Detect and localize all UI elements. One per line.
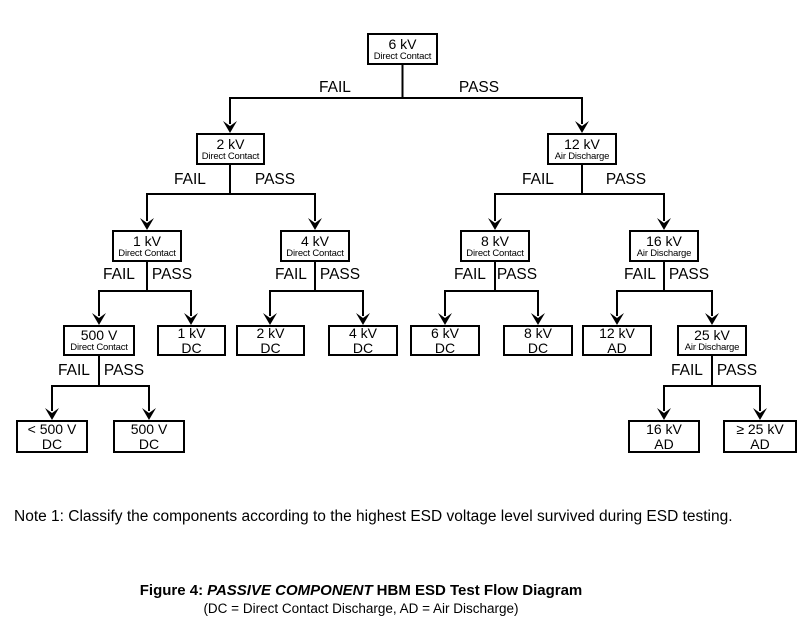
edge-label-fail-12kv: FAIL bbox=[522, 171, 554, 188]
node-subtitle: Air Discharge bbox=[684, 342, 740, 353]
result-500v-dc: 500 V DC bbox=[113, 420, 185, 453]
node-subtitle: DC bbox=[138, 435, 160, 452]
edge-label-fail-1kv: FAIL bbox=[103, 266, 135, 283]
note-text: Note 1: Classify the components accordin… bbox=[14, 508, 733, 525]
figure-label: Figure 4: bbox=[139, 582, 204, 599]
node-title: 6 kV bbox=[430, 324, 459, 341]
node-subtitle: DC bbox=[352, 339, 374, 356]
edge-label-pass-8kv: PASS bbox=[496, 266, 538, 283]
node-title: 12 kV bbox=[599, 324, 635, 341]
node-4kv-direct-contact: 4 kV Direct Contact bbox=[280, 230, 350, 262]
node-subtitle: AD bbox=[654, 435, 674, 452]
node-subtitle: Direct Contact bbox=[201, 150, 260, 162]
node-title: 25 kV bbox=[694, 327, 730, 343]
edge-label-fail-25kv: FAIL bbox=[671, 362, 703, 379]
connector-lines bbox=[51, 64, 761, 411]
node-subtitle: AD bbox=[750, 435, 770, 452]
node-subtitle: Direct Contact bbox=[286, 247, 344, 259]
result-ge-25kv-ad: ≥ 25 kV AD bbox=[723, 420, 797, 453]
result-lt-500v-dc: < 500 V DC bbox=[16, 420, 88, 453]
node-title: 500 V bbox=[80, 327, 118, 343]
result-12kv-ad: 12 kV AD bbox=[582, 325, 652, 356]
node-subtitle: DC bbox=[260, 339, 281, 356]
node-subtitle: DC bbox=[181, 339, 202, 356]
node-subtitle: Air Discharge bbox=[636, 247, 692, 259]
edge-label-fail-500v: FAIL bbox=[58, 362, 90, 379]
node-subtitle: DC bbox=[41, 435, 63, 452]
node-subtitle: Direct Contact bbox=[466, 247, 524, 259]
edge-label-fail-16kv: FAIL bbox=[624, 266, 656, 283]
node-title: 1 kV bbox=[132, 232, 161, 249]
edge-label-fail-4kv: FAIL bbox=[275, 266, 307, 283]
node-title: 4 kV bbox=[348, 324, 377, 341]
node-title: 16 kV bbox=[646, 420, 682, 437]
node-16kv-air-discharge: 16 kV Air Discharge bbox=[629, 230, 699, 262]
node-subtitle: Direct Contact bbox=[373, 50, 432, 62]
node-title: 6 kV bbox=[388, 35, 417, 52]
node-title: 1 kV bbox=[177, 324, 206, 341]
edge-label-fail-root: FAIL bbox=[319, 79, 351, 96]
result-2kv-dc: 2 kV DC bbox=[236, 325, 305, 356]
edge-label-pass-1kv: PASS bbox=[151, 266, 193, 283]
result-1kv-dc: 1 kV DC bbox=[157, 325, 226, 356]
caption-emphasis: PASSIVE COMPONENT bbox=[207, 582, 373, 599]
node-subtitle: Direct Contact bbox=[70, 342, 128, 353]
node-title: 16 kV bbox=[646, 232, 682, 249]
edge-label-pass-4kv: PASS bbox=[319, 266, 361, 283]
node-title: 2 kV bbox=[256, 324, 285, 341]
node-title: 12 kV bbox=[564, 135, 600, 152]
edge-label-fail-8kv: FAIL bbox=[454, 266, 486, 283]
node-title: 500 V bbox=[130, 420, 168, 437]
result-4kv-dc: 4 kV DC bbox=[328, 325, 398, 356]
figure-caption-line2: (DC = Direct Contact Discharge, AD = Air… bbox=[203, 601, 519, 616]
node-subtitle: AD bbox=[607, 339, 627, 356]
node-title: 8 kV bbox=[523, 324, 552, 341]
node-title: < 500 V bbox=[27, 420, 77, 437]
result-8kv-dc: 8 kV DC bbox=[503, 325, 573, 356]
node-title: 2 kV bbox=[216, 135, 245, 152]
node-subtitle: Air Discharge bbox=[554, 150, 610, 162]
node-6kv-direct-contact: 6 kV Direct Contact bbox=[367, 33, 438, 65]
node-1kv-direct-contact: 1 kV Direct Contact bbox=[112, 230, 182, 262]
edge-label-pass-16kv: PASS bbox=[668, 266, 710, 283]
caption-rest: HBM ESD Test Flow Diagram bbox=[376, 582, 583, 599]
node-12kv-air-discharge: 12 kV Air Discharge bbox=[547, 133, 617, 165]
edge-label-pass-500v: PASS bbox=[103, 362, 145, 379]
node-title: ≥ 25 kV bbox=[736, 420, 784, 437]
edge-label-pass-2kv: PASS bbox=[254, 171, 296, 188]
node-title: 8 kV bbox=[480, 232, 509, 249]
node-8kv-direct-contact: 8 kV Direct Contact bbox=[460, 230, 530, 262]
edge-label-fail-2kv: FAIL bbox=[174, 171, 206, 188]
edge-label-pass-12kv: PASS bbox=[605, 171, 647, 188]
result-6kv-dc: 6 kV DC bbox=[410, 325, 480, 356]
edge-label-pass-root: PASS bbox=[458, 79, 500, 96]
node-2kv-direct-contact: 2 kV Direct Contact bbox=[196, 133, 265, 165]
node-25kv-air-discharge: 25 kV Air Discharge bbox=[677, 325, 747, 356]
result-16kv-ad: 16 kV AD bbox=[628, 420, 700, 453]
node-title: 4 kV bbox=[300, 232, 329, 249]
node-subtitle: DC bbox=[434, 339, 456, 356]
node-subtitle: Direct Contact bbox=[118, 247, 176, 259]
node-subtitle: DC bbox=[527, 339, 549, 356]
edge-label-pass-25kv: PASS bbox=[716, 362, 758, 379]
node-500v-direct-contact: 500 V Direct Contact bbox=[63, 325, 135, 356]
